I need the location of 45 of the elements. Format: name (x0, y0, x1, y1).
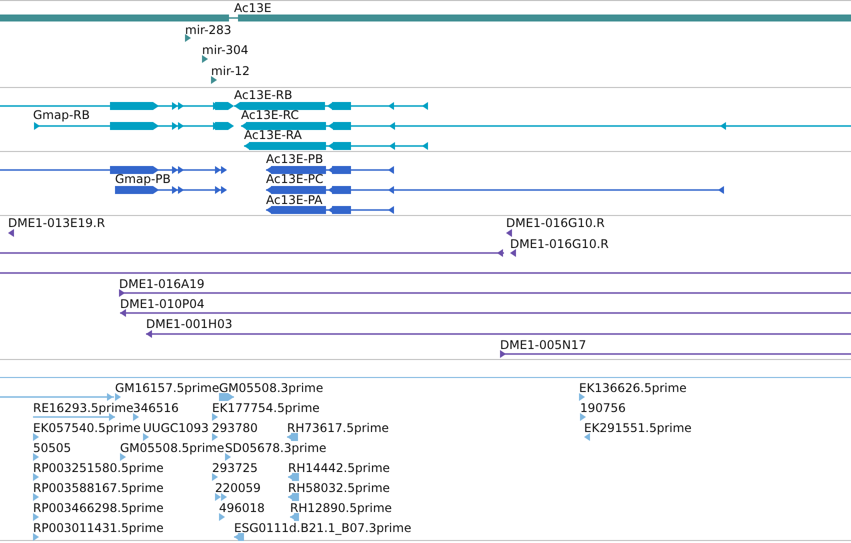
feature-label: RH73617.5prime (287, 421, 389, 435)
feature-label: SD05678.3prime (225, 441, 326, 455)
feature-label: RP003466298.5prime (33, 501, 164, 515)
feature-label: ESG0111d.B21.1_B07.3prime (234, 521, 412, 535)
feature-label: Ac13E (234, 1, 272, 15)
feature-label: mir-12 (211, 64, 250, 78)
feature-label: Ac13E-PA (266, 193, 322, 207)
feature-label: DME1-013E19.R (8, 216, 106, 230)
feature-label: DME1-005N17 (500, 338, 586, 352)
feature-label: GM05508.3prime (219, 381, 324, 395)
feature-label: RH12890.5prime (290, 501, 392, 515)
feature-label: 190756 (580, 401, 626, 415)
feature-label: DME1-001H03 (146, 317, 232, 331)
feature-label: GM05508.5prime (120, 441, 224, 455)
feature-label: DME1-016G10.R (510, 237, 609, 251)
feature-label: GM16157.5prime (115, 381, 220, 395)
feature-label: EK177754.5prime (212, 401, 320, 415)
feature-label: Ac13E-RA (244, 128, 302, 142)
feature-label: RP003011431.5prime (33, 521, 164, 535)
feature-label: DME1-016A19 (119, 277, 205, 291)
feature-label: Ac13E-PB (266, 152, 324, 166)
feature-label: Ac13E-PC (266, 172, 324, 186)
feature-label: EK291551.5prime (584, 421, 692, 435)
feature-label: DME1-010P04 (120, 297, 205, 311)
feature-label: RE16293.5prime (33, 401, 134, 415)
feature-label: Gmap-PB (115, 172, 171, 186)
feature-label: RH14442.5prime (288, 461, 390, 475)
feature-label: 293725 (212, 461, 258, 475)
feature-label: 293780 (212, 421, 258, 435)
feature-label: 50505 (33, 441, 72, 455)
feature-label: EK136626.5prime (579, 381, 687, 395)
feature-label: mir-304 (202, 43, 248, 57)
feature-label: EK057540.5prime (33, 421, 141, 435)
feature-label: mir-283 (185, 23, 232, 37)
feature-label: 220059 (215, 481, 261, 495)
feature-label: DME1-016G10.R (506, 216, 605, 230)
feature-label: 496018 (219, 501, 265, 515)
feature-label: Ac13E-RB (234, 88, 292, 102)
feature-label: RP003251580.5prime (33, 461, 164, 475)
feature-label: Gmap-RB (33, 108, 90, 122)
feature-label: RH58032.5prime (288, 481, 390, 495)
feature-label: Ac13E-RC (241, 108, 299, 122)
feature-label: UUGC1093 (143, 421, 209, 435)
feature-label: 346516 (133, 401, 179, 415)
feature-label: RP003588167.5prime (33, 481, 164, 495)
